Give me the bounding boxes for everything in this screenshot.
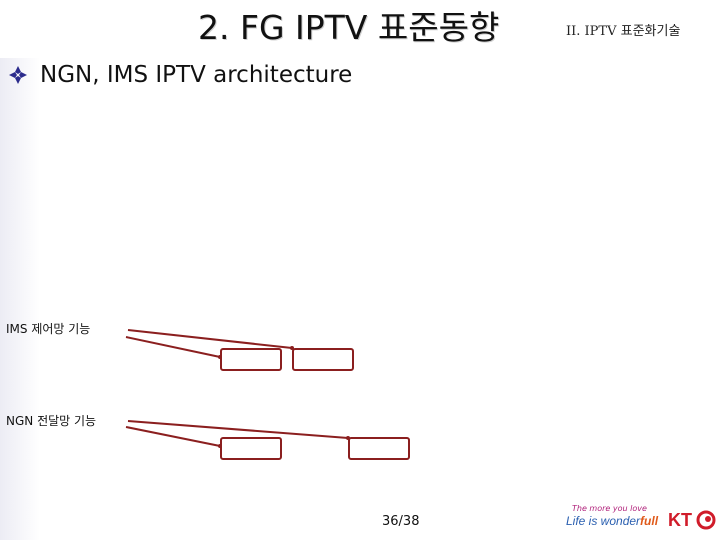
- ims-highlight-box-2: [292, 348, 354, 371]
- logo-slogan: Life is wonderfull: [566, 514, 658, 528]
- logo-slogan-part1: Life is wonder: [566, 514, 641, 528]
- slide-title: 2. FG IPTV 표준동향: [198, 8, 500, 47]
- page-number: 36/38: [382, 514, 420, 529]
- kt-swirl-icon: [696, 510, 716, 530]
- ngn-highlight-box-1: [220, 437, 282, 460]
- logo-slogan-part2: full: [640, 514, 659, 528]
- section-label: II. IPTV 표준화기술: [566, 24, 681, 39]
- left-decorative-band: [0, 58, 40, 540]
- ims-arrow-upper: [127, 329, 293, 349]
- ims-caption: IMS 제어망 기능: [6, 322, 91, 336]
- ngn-caption: NGN 전달망 기능: [6, 414, 97, 428]
- ngn-highlight-box-2: [348, 437, 410, 460]
- diamond-bullet-icon: [9, 66, 27, 84]
- logo-brand: KT: [668, 510, 692, 530]
- logo-tagline: The more you love: [572, 504, 647, 513]
- ims-highlight-box-1: [220, 348, 282, 371]
- bullet-item: NGN, IMS IPTV architecture: [8, 60, 352, 90]
- ims-arrow-lower: [125, 336, 221, 358]
- bullet-text: NGN, IMS IPTV architecture: [40, 62, 353, 88]
- ngn-arrow-lower: [125, 426, 221, 447]
- kt-logo: The more you love Life is wonderfull KT: [566, 504, 718, 538]
- ngn-arrow-upper: [127, 420, 349, 439]
